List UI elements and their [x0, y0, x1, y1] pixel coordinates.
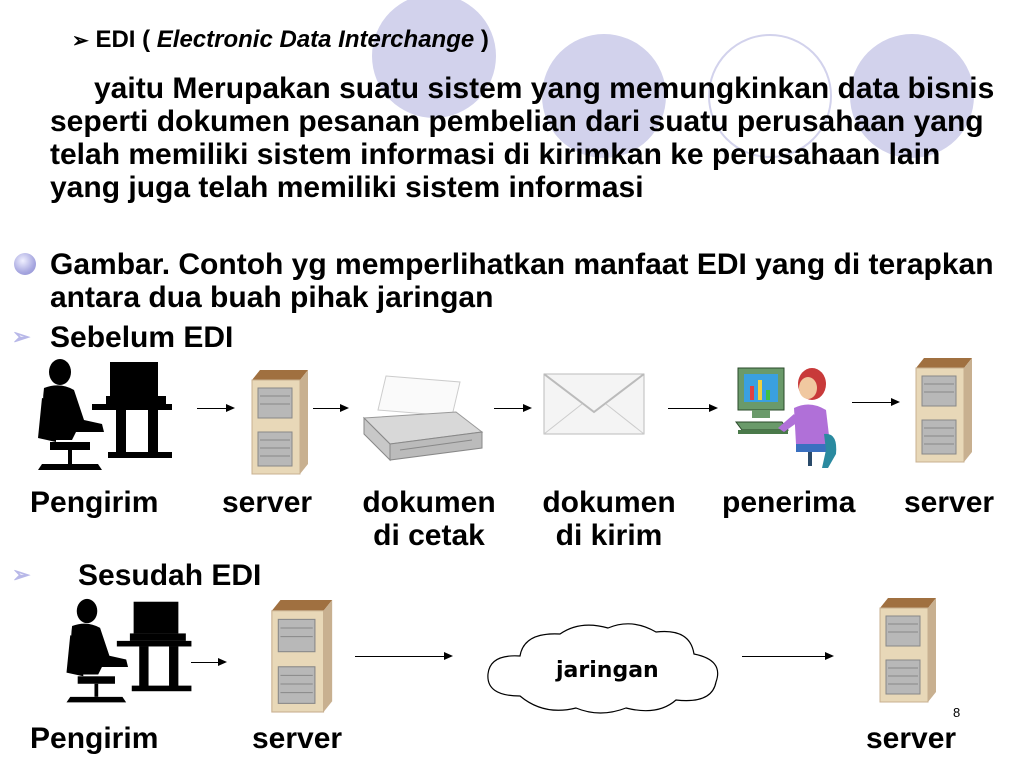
label-server: server: [222, 486, 312, 519]
page-number: 8: [953, 705, 960, 720]
person-computer-icon: [32, 358, 177, 476]
server-icon: [268, 600, 336, 712]
gambar-bullet: Gambar. Contoh yg memperlihatkan manfaat…: [50, 248, 1010, 314]
after-heading: Sesudah EDI: [78, 559, 261, 592]
person-computer-icon: [56, 598, 201, 708]
title-suffix: ): [481, 26, 489, 53]
label-server: server: [866, 722, 956, 755]
label-dokumen-kirim: dokumen di kirim: [532, 486, 686, 552]
envelope-icon: [542, 372, 646, 436]
server-icon: [916, 358, 972, 462]
label-server: server: [904, 486, 994, 519]
label-pengirim: Pengirim: [30, 486, 158, 519]
label-server: server: [252, 722, 342, 755]
cloud-label: jaringan: [556, 658, 659, 683]
flow-arrow: [197, 408, 233, 409]
flow-arrow: [355, 656, 451, 657]
round-bullet-icon: [14, 253, 36, 275]
title-prefix: EDI (: [95, 26, 150, 53]
flow-arrow: [742, 656, 832, 657]
printer-icon: [360, 372, 484, 462]
label-pengirim: Pengirim: [30, 722, 158, 755]
slide-title: ➢ EDI ( Electronic Data Interchange ): [72, 26, 489, 54]
flow-arrow: [191, 662, 225, 663]
description-paragraph: yaitu Merupakan suatu sistem yang memung…: [50, 72, 1015, 204]
flow-arrow: [668, 408, 716, 409]
receiver-computer-icon: [734, 364, 840, 468]
flow-arrow: [494, 408, 530, 409]
label-penerima: penerima: [722, 486, 855, 519]
before-heading: Sebelum EDI: [50, 321, 233, 354]
flow-arrow: [852, 402, 898, 403]
server-icon: [252, 370, 308, 474]
flow-arrow: [313, 408, 347, 409]
label-dokumen-cetak: dokumen di cetak: [352, 486, 506, 552]
arrow-bullet-icon: ➢: [12, 324, 30, 350]
server-icon: [880, 596, 936, 704]
arrow-bullet-icon: ➢: [12, 562, 30, 588]
arrow-bullet-icon: ➢: [72, 30, 89, 52]
title-italic: Electronic Data Interchange: [157, 26, 474, 53]
